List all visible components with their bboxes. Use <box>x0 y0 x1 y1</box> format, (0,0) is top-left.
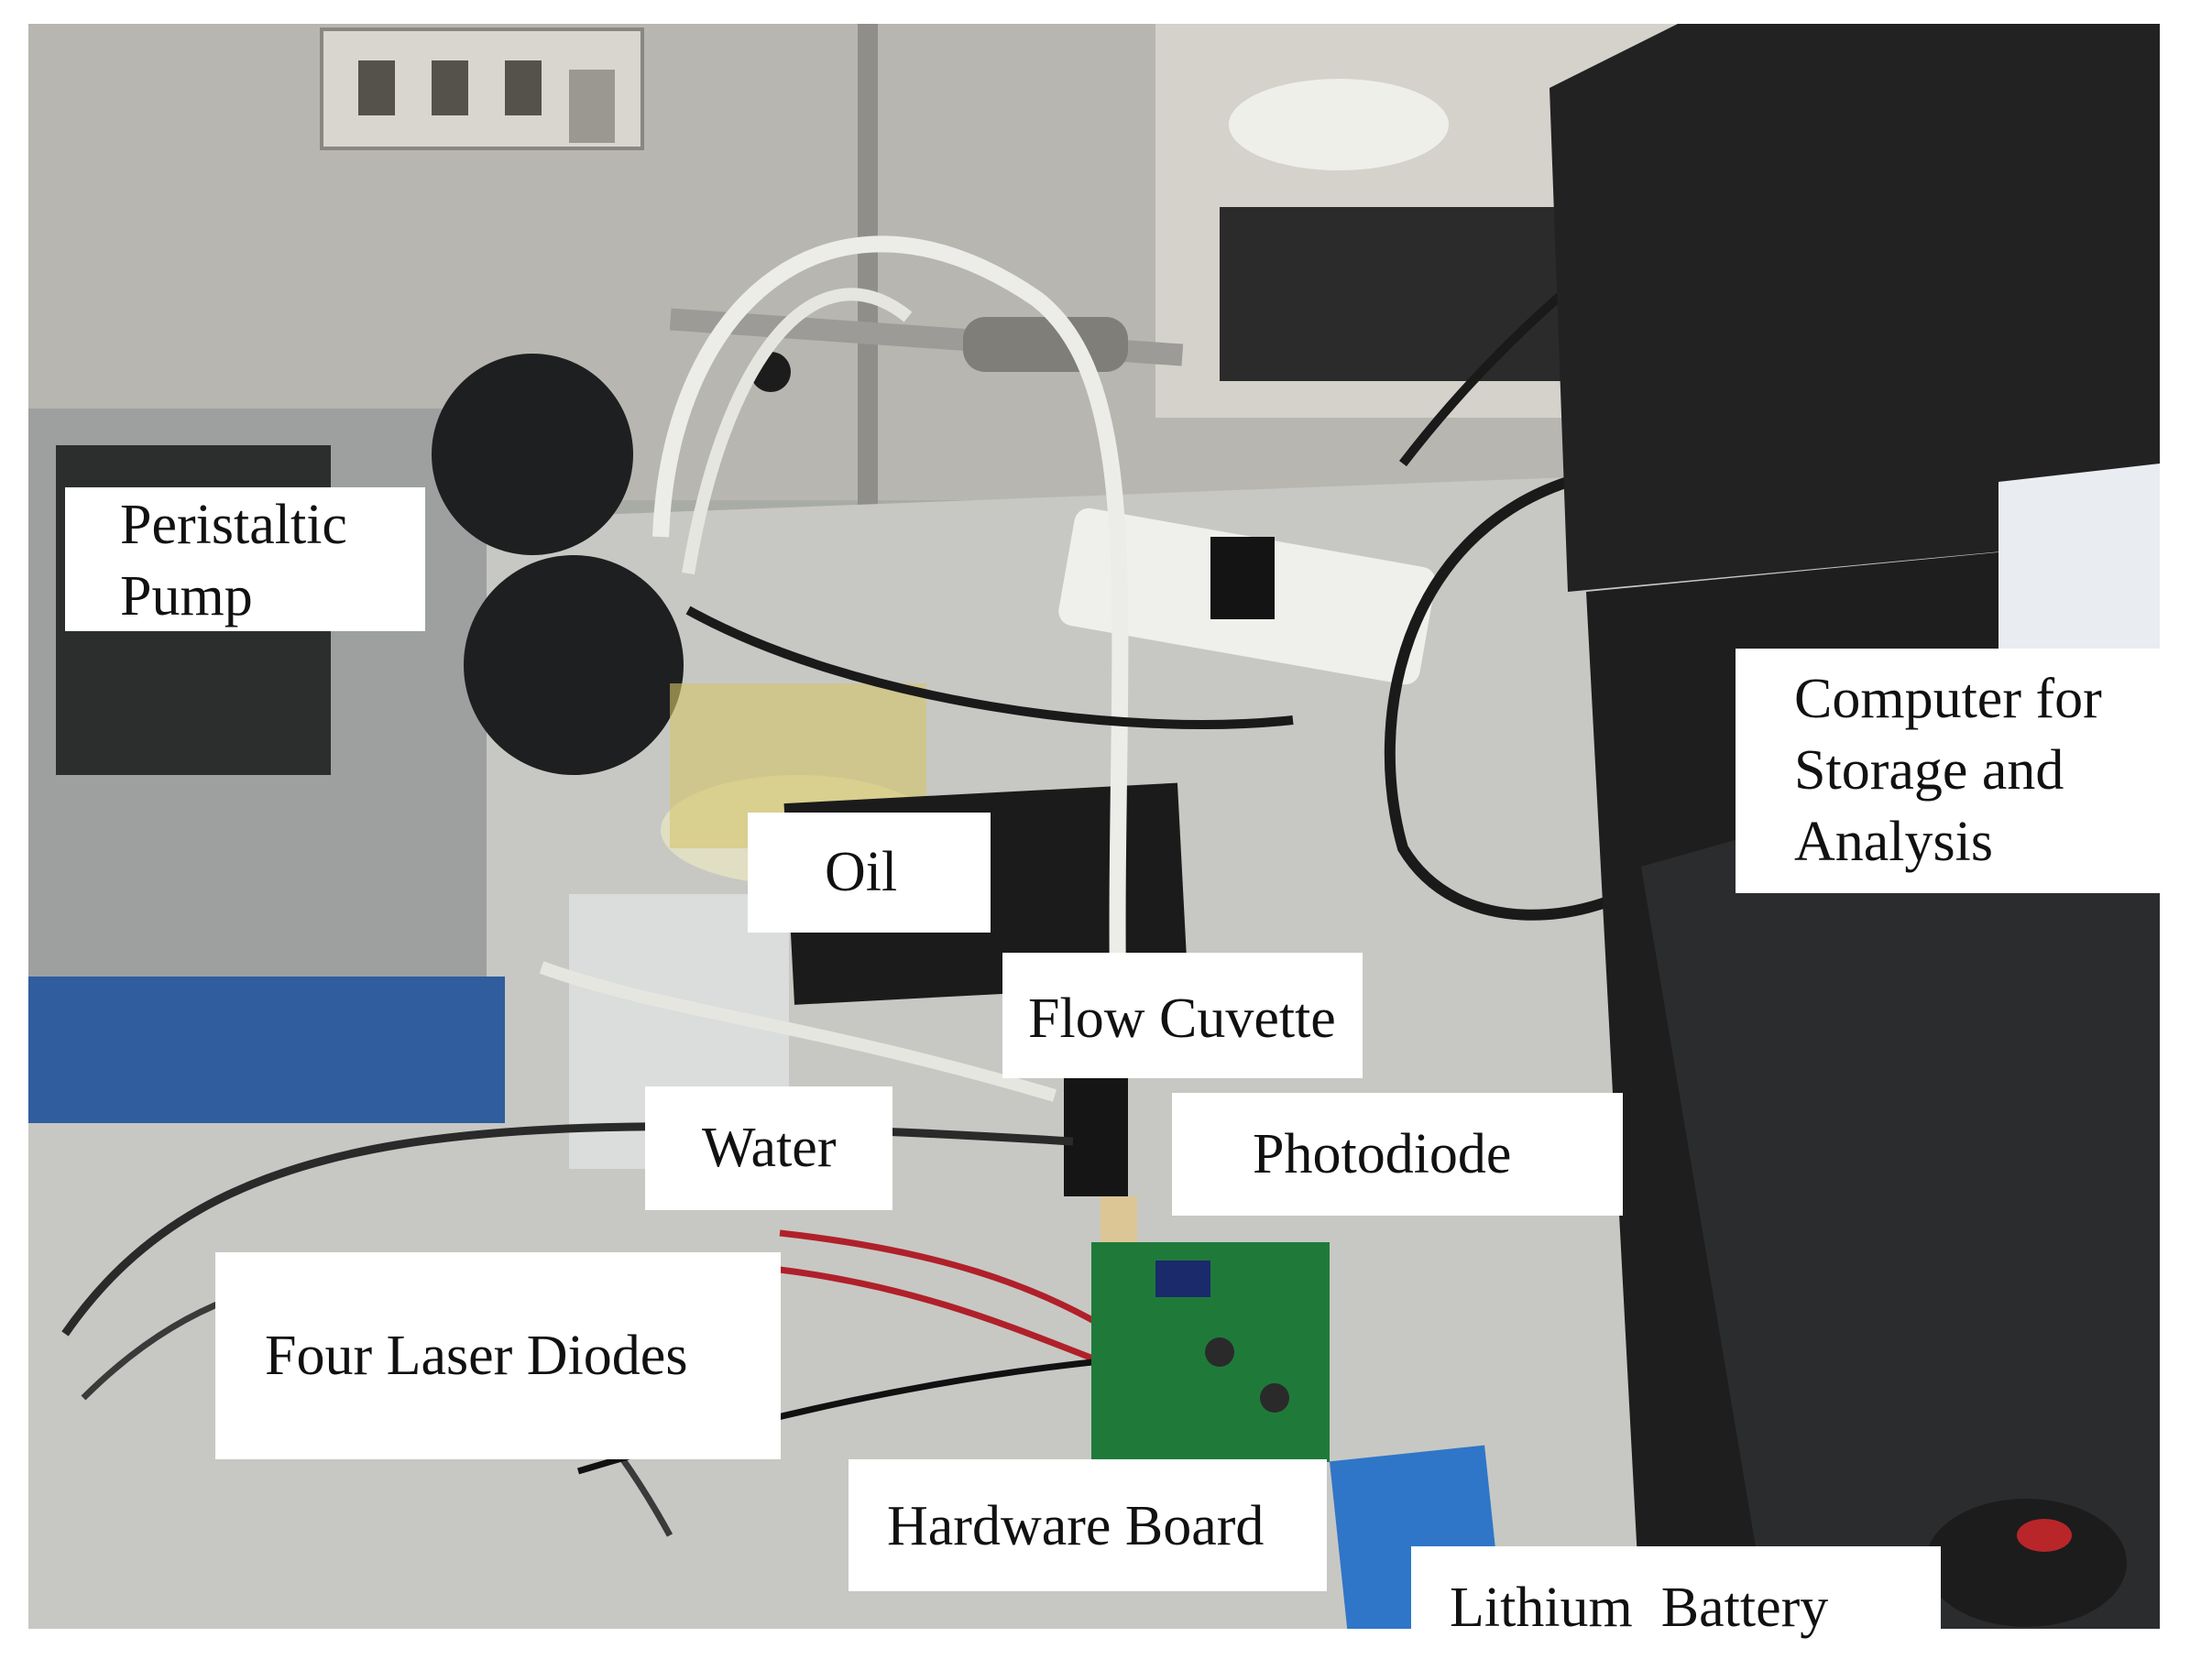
label-water: Water <box>645 1086 892 1210</box>
board-inductor <box>1205 1337 1234 1367</box>
socket-slot <box>432 60 468 115</box>
label-four-laser-diodes: Four Laser Diodes <box>215 1252 781 1459</box>
pump-head <box>432 354 633 555</box>
clamp-jaw <box>963 317 1128 372</box>
router <box>1229 79 1449 170</box>
flow-cuvette-body <box>1064 1077 1128 1196</box>
label-hardware-board: Hardware Board <box>849 1459 1327 1591</box>
mouse-accent <box>2017 1519 2072 1552</box>
label-peristaltic-pump: Peristaltic Pump <box>65 487 425 631</box>
label-flow-cuvette: Flow Cuvette <box>1002 953 1363 1078</box>
tubing <box>539 961 1057 1102</box>
socket-slot <box>505 60 542 115</box>
red-wire <box>779 1266 1102 1365</box>
power-plug <box>1210 537 1275 619</box>
label-photodiode: Photodiode <box>1172 1093 1623 1216</box>
pump-head <box>464 555 684 775</box>
wall-plug <box>569 70 615 143</box>
board-display <box>1155 1261 1210 1297</box>
label-lithium-battery: Lithium Battery <box>1411 1546 1941 1659</box>
cable <box>685 606 1294 729</box>
socket-slot <box>358 60 395 115</box>
pump-base-book <box>28 977 505 1123</box>
tubing <box>682 288 913 575</box>
laptop-screen <box>1998 464 2160 683</box>
label-oil: Oil <box>748 813 991 933</box>
board-inductor <box>1260 1383 1289 1413</box>
cable <box>1384 476 1645 921</box>
mouse <box>1925 1499 2127 1627</box>
red-wire <box>779 1229 1102 1328</box>
label-computer: Computer for Storage and Analysis <box>1736 649 2212 893</box>
laptop <box>1641 720 2160 1629</box>
mouse-pad <box>1220 207 1614 381</box>
monitor-back <box>1549 24 2160 592</box>
